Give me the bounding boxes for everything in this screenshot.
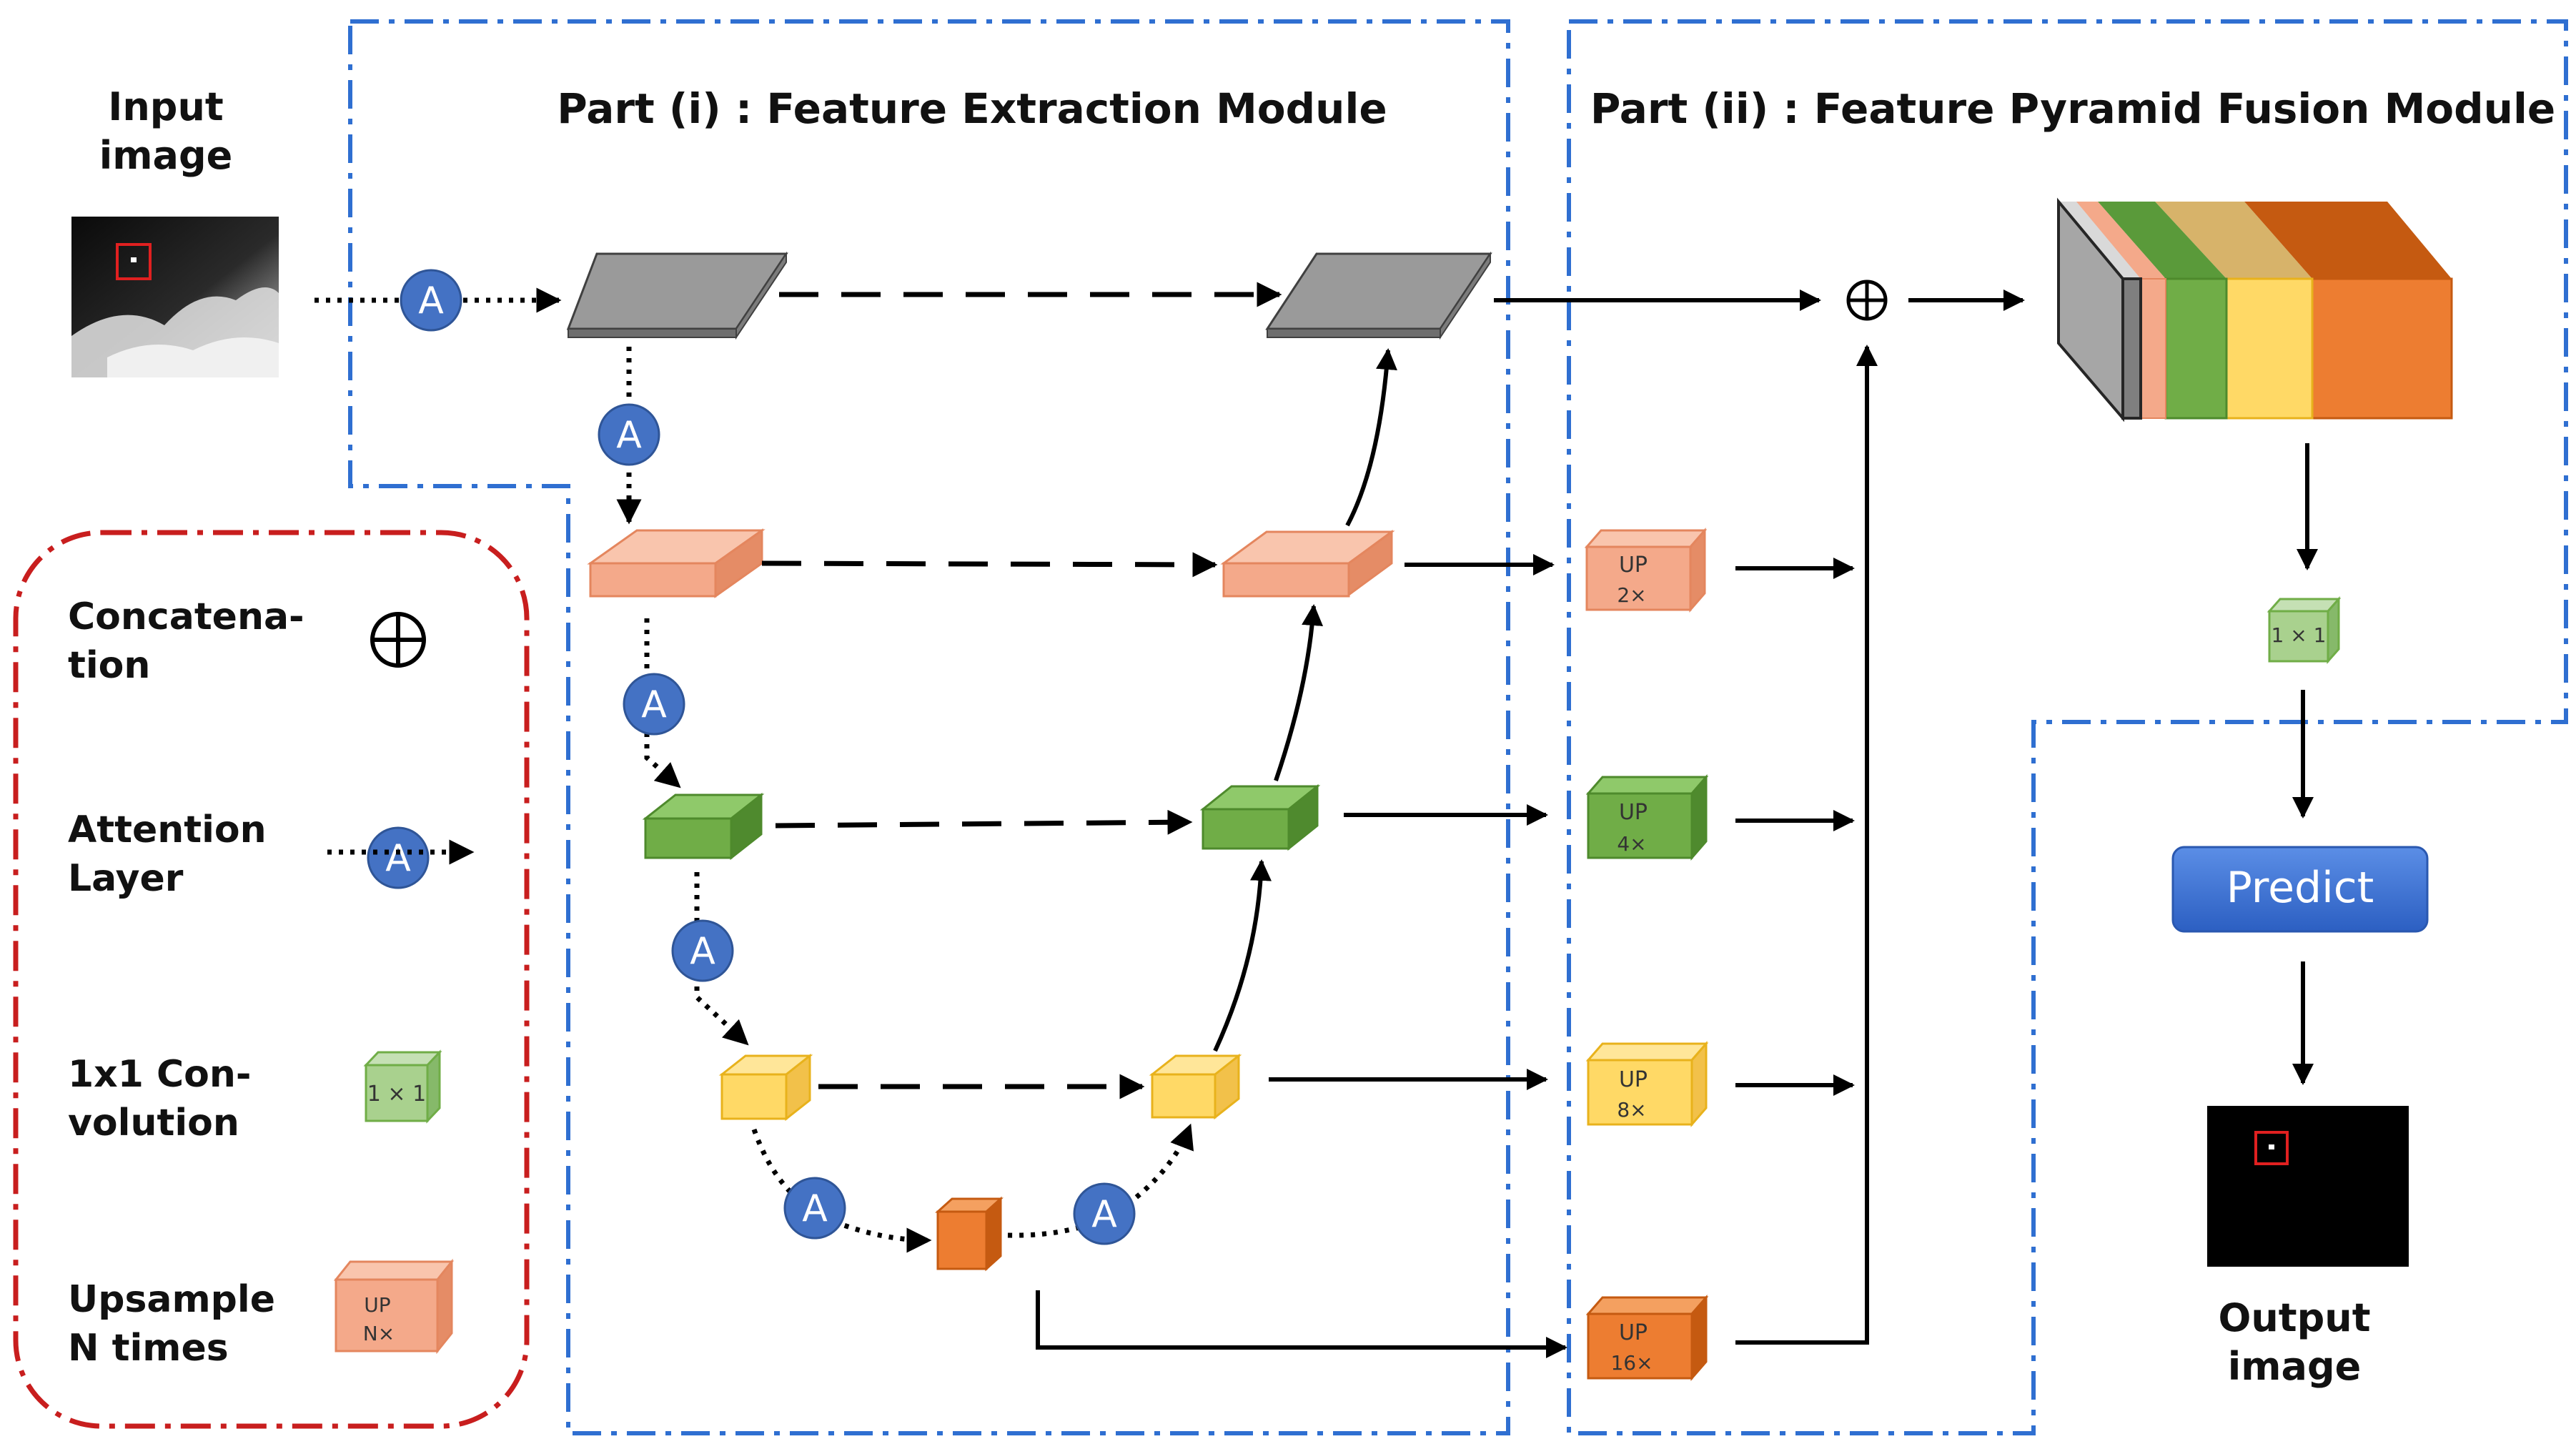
input-label-line2: image: [99, 133, 233, 178]
conv1x1-block: 1 × 1: [2267, 596, 2342, 664]
part1-title: Part (i) : Feature Extraction Module: [557, 84, 1387, 133]
legend-attn-line1: Attention: [68, 808, 267, 851]
legend-conv-box: 1 × 1: [363, 1049, 442, 1124]
upsample-block-8x: UP 8×: [1585, 1040, 1709, 1128]
feature-map-yellow-encoder: [718, 1053, 813, 1122]
legend-conv-line1: 1x1 Con-: [68, 1053, 252, 1096]
attention-node-2: A: [623, 673, 685, 736]
attention-node-5: A: [1073, 1182, 1136, 1245]
attention-glyph: A: [1091, 1193, 1117, 1236]
attention-glyph: A: [802, 1187, 828, 1230]
legend-region-border: [13, 530, 530, 1429]
upsample-4x-up: UP: [1619, 800, 1648, 825]
decoder-up-path: [1213, 348, 1397, 1052]
attention-node-1: A: [598, 403, 660, 466]
attention-node-3: A: [671, 919, 734, 982]
predict-button[interactable]: Predict: [2171, 846, 2429, 933]
attention-node-4: A: [783, 1177, 846, 1240]
feature-map-yellow-decoder: [1149, 1053, 1242, 1120]
output-label-line1: Output: [2218, 1295, 2370, 1340]
feature-map-gray-decoder: [1265, 251, 1492, 340]
legend-up-box-n: N×: [363, 1322, 395, 1345]
upsample-block-4x: UP 4×: [1585, 773, 1709, 861]
attention-glyph: A: [616, 414, 642, 457]
legend-concat-symbol: [370, 612, 426, 668]
legend-up-box: UP N×: [333, 1258, 455, 1355]
upsample-16x-up: UP: [1619, 1320, 1648, 1345]
predict-label: Predict: [2226, 863, 2374, 913]
feature-map-green-encoder: [642, 792, 765, 861]
fused-feature-stack: [2057, 197, 2453, 422]
input-label-line1: Input: [108, 84, 223, 129]
conv1x1-label: 1 × 1: [2272, 623, 2327, 647]
attention-glyph: A: [418, 280, 444, 322]
output-label-line2: image: [2228, 1344, 2362, 1389]
upsample-2x-up: UP: [1619, 553, 1648, 578]
attention-glyph: A: [385, 837, 411, 880]
upsample-block-2x: UP 2×: [1584, 527, 1708, 613]
input-image: [71, 217, 279, 377]
attention-glyph: A: [641, 683, 667, 726]
legend-up-line1: Upsample: [68, 1278, 275, 1321]
legend-attention-node: A: [367, 826, 430, 889]
feature-map-gray-encoder: [566, 251, 788, 340]
feature-map-green-decoder: [1199, 783, 1321, 851]
feature-map-orange-bottleneck: [935, 1196, 1004, 1272]
upsample-2x-factor: 2×: [1617, 583, 1646, 607]
upsample-16x-factor: 16×: [1610, 1351, 1653, 1375]
part2-region-border: [1567, 19, 2568, 1435]
feature-map-salmon-decoder: [1220, 530, 1395, 598]
legend-concat-line1: Concatena-: [68, 595, 304, 638]
legend-conv-box-label: 1 × 1: [367, 1082, 426, 1107]
legend: Concatena- tion Attention Layer 1x1 Con-…: [68, 595, 475, 1370]
attention-glyph: A: [690, 930, 715, 973]
part1-region-border: [348, 19, 1510, 1435]
legend-attn-line2: Layer: [68, 857, 184, 900]
attention-node-input: A: [400, 269, 462, 332]
legend-up-box-up: UP: [364, 1293, 390, 1317]
legend-concat-line2: tion: [68, 644, 150, 687]
skip-connections: [761, 282, 1282, 1099]
attention-nodes: A A A A A A A: [367, 269, 1136, 1245]
part2-title: Part (ii) : Feature Pyramid Fusion Modul…: [1590, 84, 2555, 133]
upsample-block-16x: UP 16×: [1585, 1294, 1709, 1382]
feature-map-salmon-encoder: [587, 528, 766, 598]
concatenation-symbol: [1846, 280, 1888, 321]
legend-conv-line2: volution: [68, 1102, 239, 1144]
legend-up-line2: N times: [68, 1327, 229, 1370]
upsample-8x-factor: 8×: [1617, 1098, 1646, 1122]
output-image: [2207, 1106, 2409, 1267]
upsample-4x-factor: 4×: [1617, 832, 1646, 856]
fpn-connections: [1036, 290, 2318, 1358]
upsample-8x-up: UP: [1619, 1067, 1648, 1092]
